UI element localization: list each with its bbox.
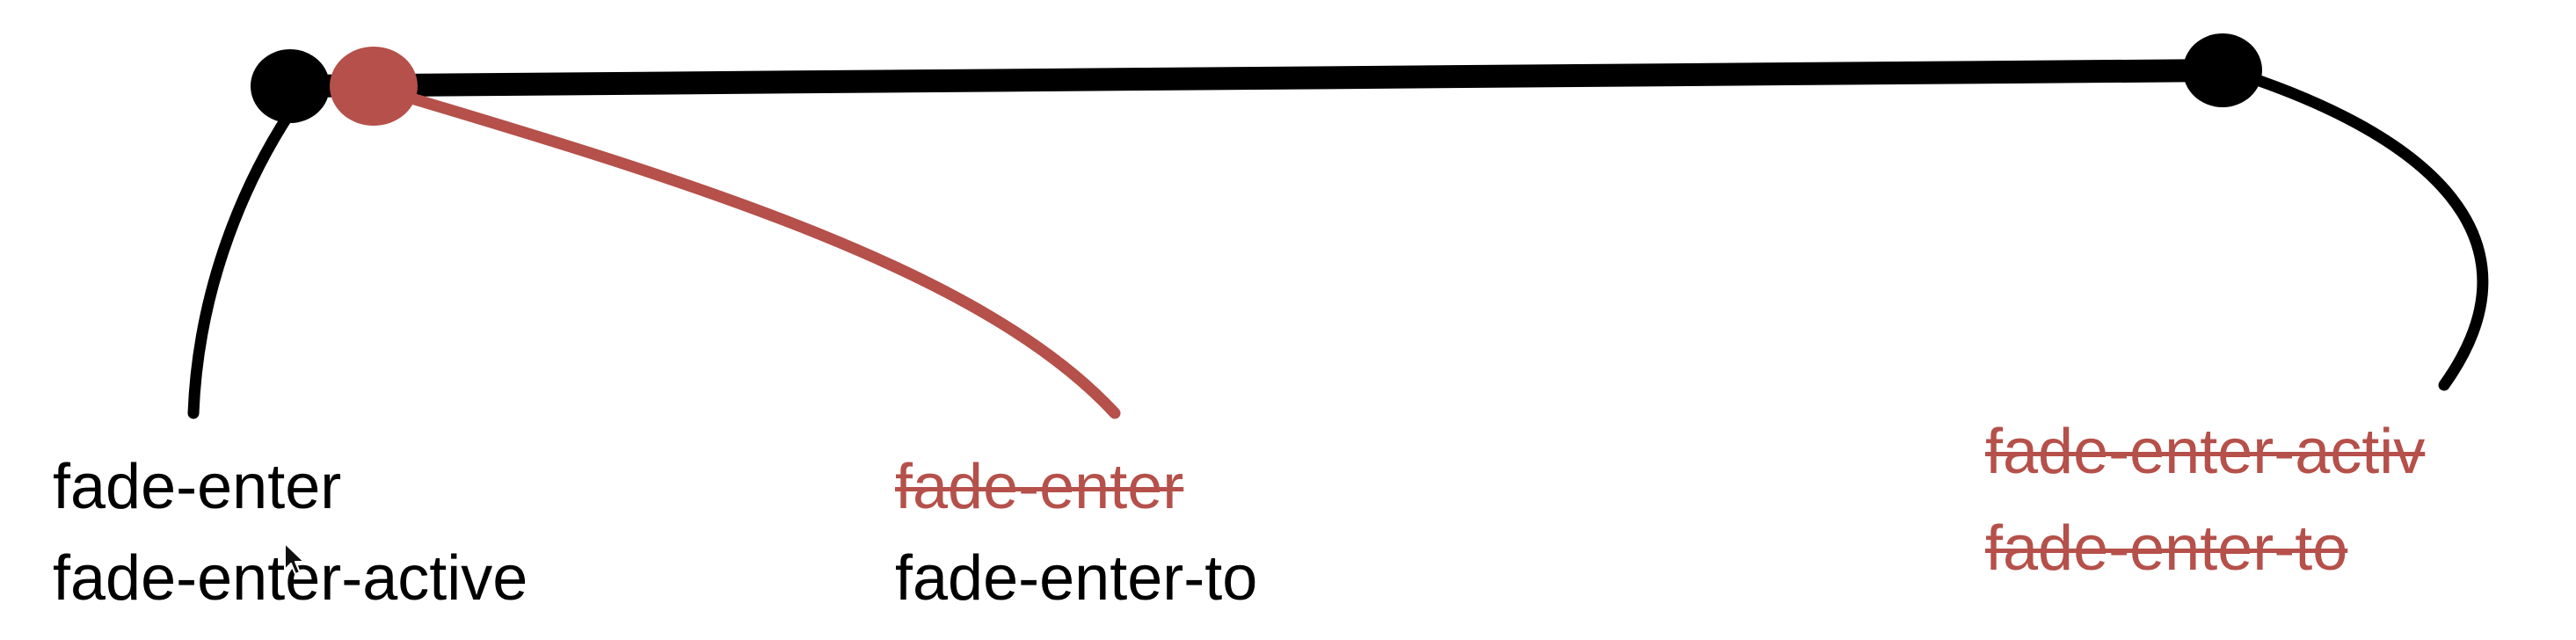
mouse-pointer-icon xyxy=(284,542,305,575)
next-frame-connector xyxy=(370,82,1121,419)
label-fade-enter-removed: fade-enter xyxy=(895,452,1184,522)
label-fade-enter: fade-enter xyxy=(53,452,342,522)
timeline-line xyxy=(279,59,2234,98)
end-node xyxy=(2183,33,2262,107)
label-fade-enter-active-removed: fade-enter-activ xyxy=(1985,417,2426,487)
label-fade-enter-to-removed: fade-enter-to xyxy=(1985,513,2348,584)
end-connector xyxy=(2216,62,2489,391)
start-connector xyxy=(187,106,296,419)
start-node xyxy=(251,49,330,123)
label-fade-enter-to: fade-enter-to xyxy=(895,543,1258,614)
next-frame-node xyxy=(330,47,418,126)
